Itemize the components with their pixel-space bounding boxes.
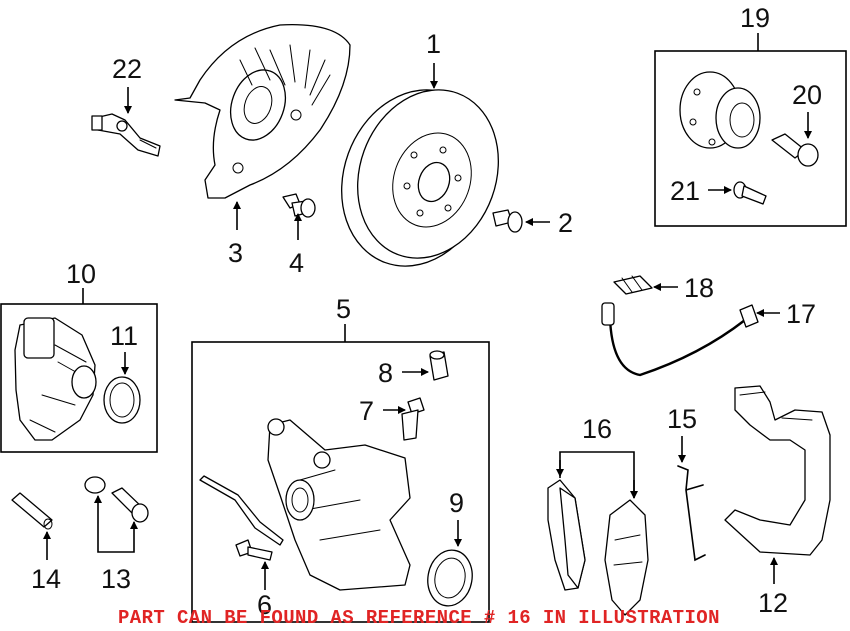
callout-11: 11: [110, 321, 138, 351]
callout-22: 22: [112, 54, 142, 84]
actuator-group-frame: [0, 303, 158, 453]
hub-bolt-part: [771, 133, 819, 167]
callout-8: 8: [378, 358, 393, 388]
callout-1: 1: [426, 29, 441, 59]
guide-cap-part: [429, 350, 449, 381]
callout-19: 19: [740, 3, 770, 33]
callout-2: 2: [558, 208, 573, 238]
pad-spring-part: [677, 465, 706, 562]
callout-6: 6: [257, 590, 272, 620]
brake-caliper-part: [199, 418, 411, 591]
leader-lines: [43, 63, 812, 590]
callout-20: 20: [792, 80, 822, 110]
callout-12: 12: [758, 588, 788, 618]
brake-hose-part: [601, 302, 759, 377]
hose-clip-part: [613, 275, 653, 295]
caliper-group-frame: [191, 341, 490, 623]
brake-rotor-part: [341, 89, 499, 267]
caliper-bolt-part: [235, 539, 273, 561]
callout-3: 3: [228, 238, 243, 268]
callout-17: 17: [786, 299, 816, 329]
piston-seal-part: [427, 549, 473, 607]
callout-14: 14: [31, 564, 61, 594]
callout-9: 9: [449, 488, 464, 518]
bushing-bolt-part: [84, 476, 149, 523]
callout-18: 18: [684, 273, 714, 303]
brake-pad-set-part: [547, 479, 649, 616]
hub-screw-part: [733, 181, 767, 205]
callout-10: 10: [66, 259, 96, 289]
callout-5: 5: [336, 294, 351, 324]
shield-bolt-part: [282, 193, 316, 218]
seal-ring-part: [103, 376, 141, 424]
wheel-hub-part: [679, 71, 761, 149]
callout-4: 4: [289, 248, 304, 278]
callout-16: 16: [582, 414, 612, 444]
callout-13: 13: [101, 564, 131, 594]
dust-shield-part: [174, 24, 351, 199]
parking-brake-motor-part: [14, 317, 97, 441]
sensor-part: [91, 113, 161, 157]
hub-group-frame: [654, 50, 847, 227]
callout-15: 15: [667, 404, 697, 434]
callout-7: 7: [359, 396, 374, 426]
reference-note: PART CAN BE FOUND AS REFERENCE # 16 IN I…: [118, 607, 720, 629]
guide-pin-part: [11, 492, 53, 530]
rotor-screw-part: [492, 209, 523, 233]
caliper-carrier-part: [724, 385, 831, 556]
bleeder-valve-part: [401, 397, 425, 441]
callout-21: 21: [670, 176, 700, 206]
